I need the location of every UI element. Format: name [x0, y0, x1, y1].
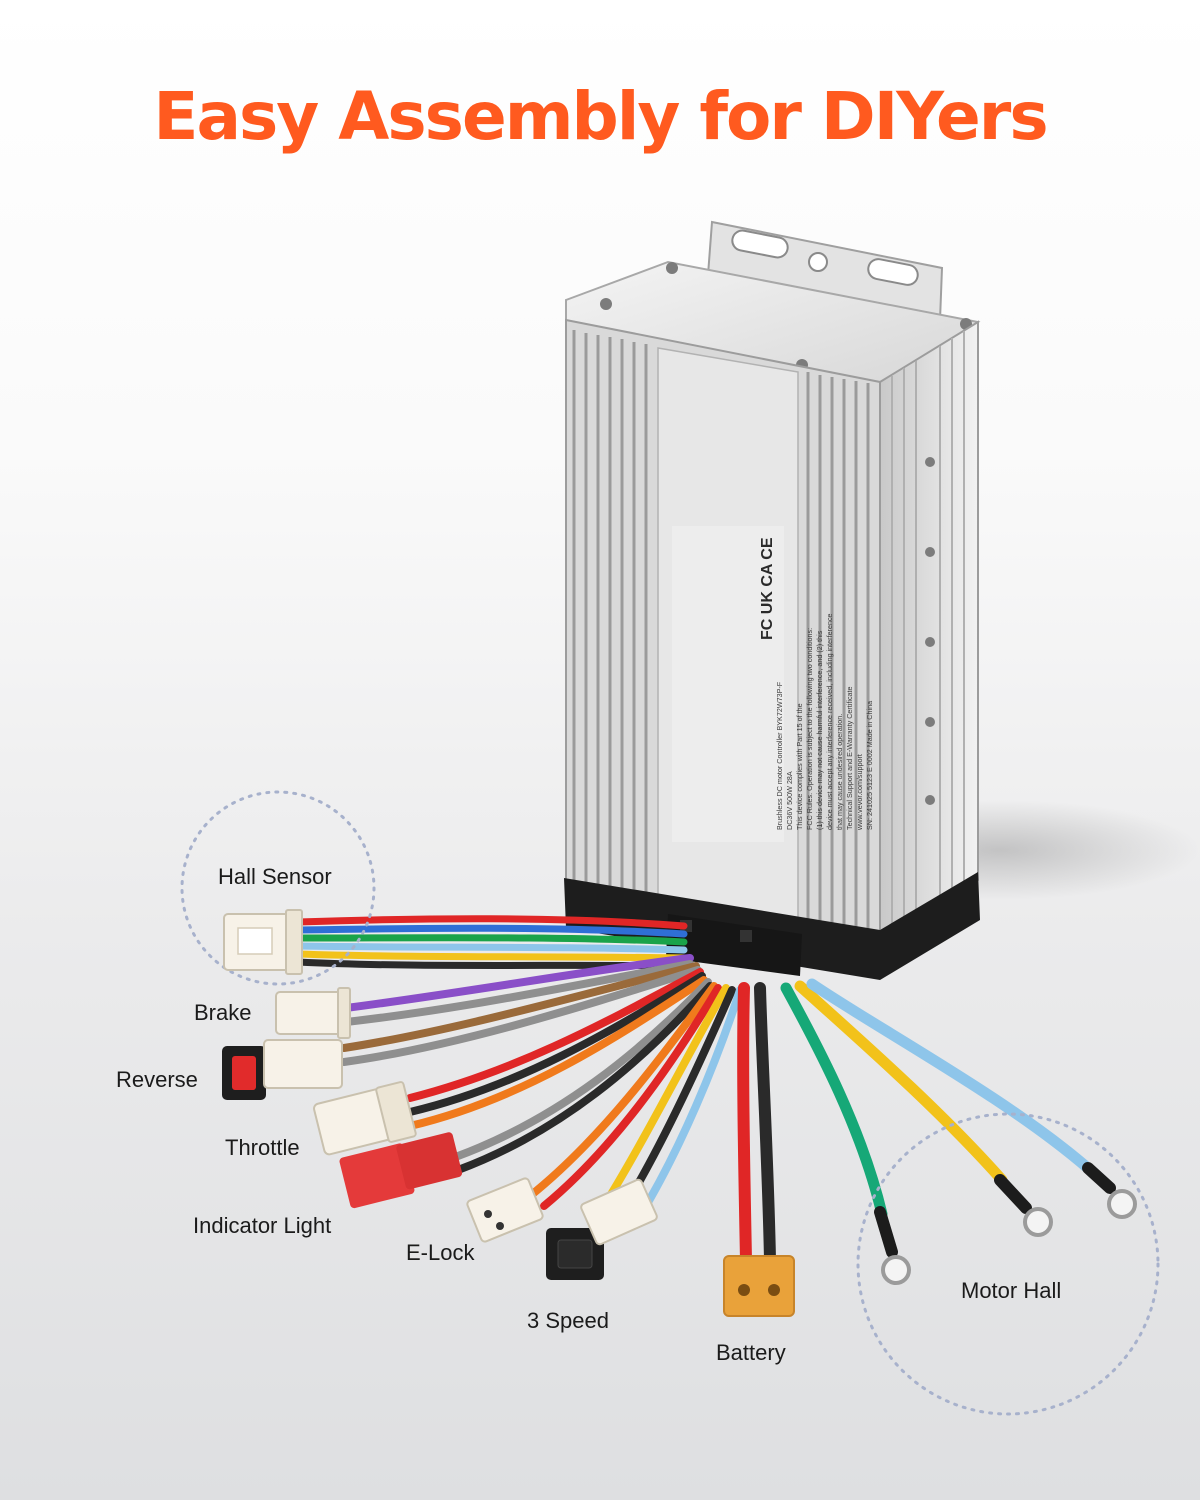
gland-notch: [740, 930, 752, 942]
hall-sensor-connector: [223, 909, 303, 975]
wire-black: [406, 972, 706, 1116]
callout-e-lock: E-Lock: [406, 1240, 475, 1265]
brake-connector: [275, 987, 351, 1039]
wire-brown: [340, 962, 700, 1052]
wire-bundle: [294, 915, 1096, 1266]
wire-gray: [454, 978, 712, 1160]
page-headline: Easy Assembly for DIYers: [153, 78, 1048, 155]
side-screws: [925, 457, 935, 805]
motor-phase-ring-terminals: [874, 1162, 1137, 1285]
callout-3-speed: 3 Speed: [527, 1308, 609, 1333]
callout-hall-sensor: Hall Sensor: [218, 864, 332, 889]
wire-orange: [406, 976, 708, 1130]
wire-gray: [340, 966, 702, 1066]
callout-motor-hall: Motor Hall: [961, 1278, 1062, 1303]
label-line: device must accept any interference rece…: [825, 613, 834, 830]
wire-purple: [342, 954, 694, 1012]
label-line: FCC Rules. Operation is subject to the f…: [805, 628, 814, 830]
wire-yellow: [794, 980, 1008, 1186]
wire-black: [754, 982, 776, 1266]
cable-gland: [666, 914, 802, 976]
wire-black: [454, 982, 714, 1174]
e-lock-connector: [466, 1177, 544, 1243]
label-line: SN: 241025 5123 E 0002 Made in China: [865, 701, 874, 830]
reverse-switch-connector: [222, 1039, 343, 1100]
label-line: DC36V 500W 28A: [785, 771, 794, 830]
three-speed-switch-connector: [546, 1178, 658, 1280]
certification-marks: FC UK CA CE: [759, 537, 776, 640]
label-line: This device complies with Part 15 of the: [795, 703, 804, 830]
throttle-connector: [313, 1081, 417, 1156]
motor-hall-highlight-circle: [856, 1112, 1160, 1416]
wire-red: [737, 982, 752, 1266]
bracket-slot-left: [731, 229, 789, 259]
callout-reverse: Reverse: [116, 1067, 198, 1092]
wire-red: [406, 968, 704, 1102]
wire-red: [294, 915, 688, 930]
wire-gray: [342, 960, 694, 1026]
callout-battery: Battery: [716, 1340, 786, 1365]
battery-xt60-connector: [723, 1255, 795, 1317]
label-line: Technical Support and E-Warranty Certifi…: [845, 686, 854, 830]
wire-orange: [526, 982, 718, 1200]
housing-side-face: [879, 320, 979, 944]
wire-yellow: [606, 984, 730, 1200]
label-line: Brushless DC motor Controller BYK72W73P-…: [775, 681, 784, 830]
hall-sensor-highlight-circle: [180, 790, 376, 986]
bracket-slot-right: [867, 258, 919, 286]
mounting-bracket: [706, 220, 944, 322]
bracket-hole: [808, 252, 828, 272]
label-line: that may cause undesired operation.: [835, 714, 844, 830]
indicator-light-connector: [339, 1132, 463, 1209]
callout-brake: Brake: [194, 1000, 252, 1025]
wire-red: [540, 984, 722, 1210]
wire-lightblue: [636, 986, 744, 1220]
wire-yellow: [294, 950, 688, 962]
wire-teal: [780, 982, 888, 1220]
housing-base: [564, 872, 980, 980]
label-line: www.vevor.com/support: [855, 754, 864, 831]
wire-blue: [294, 924, 688, 938]
wire-lightblue: [806, 978, 1096, 1176]
wire-green: [294, 934, 688, 946]
callout-throttle: Throttle: [225, 1135, 300, 1160]
heatsink-fins: [572, 330, 870, 940]
callout-indicator-light: Indicator Light: [193, 1213, 332, 1238]
rating-label-plate: Brushless DC motor Controller BYK72W73P-…: [672, 526, 874, 842]
label-line: (1) this device may not cause harmful in…: [815, 630, 824, 830]
wire-lightblue: [294, 942, 688, 954]
